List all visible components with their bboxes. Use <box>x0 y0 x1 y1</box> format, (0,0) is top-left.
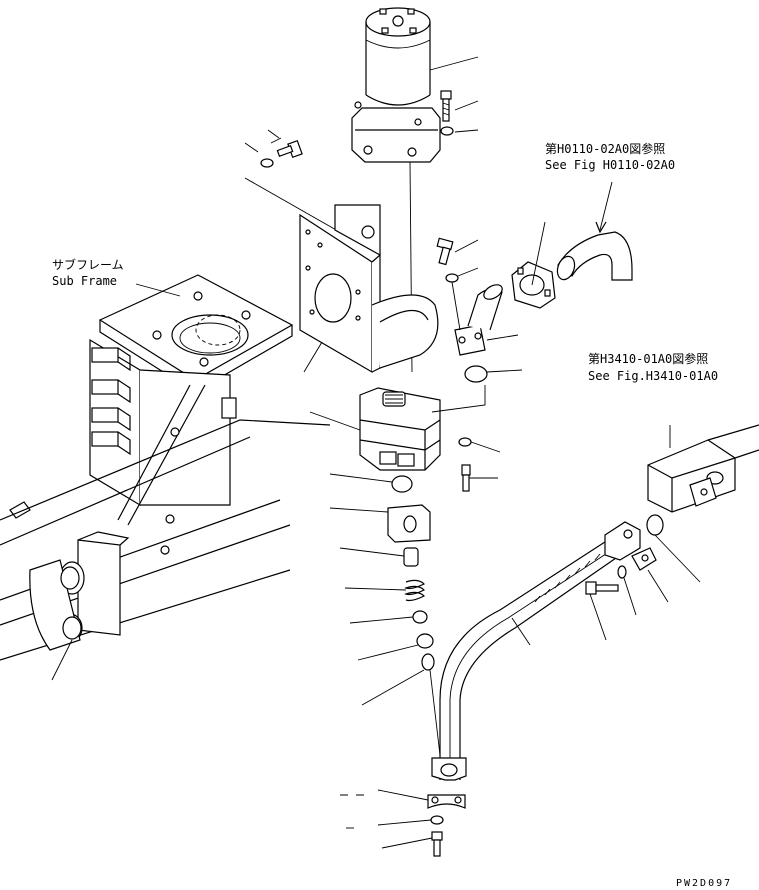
hydraulic-pipe <box>431 521 641 781</box>
hose-reference-ja: 第H0110-02A0図参照 <box>545 142 666 156</box>
o-ring <box>464 365 488 383</box>
hose-flange <box>511 261 556 309</box>
hose-reference-en: See Fig H0110-02A0 <box>545 158 676 172</box>
subframe-label-en: Sub Frame <box>52 274 118 288</box>
valve-reference-ja: 第H3410-01A0図参照 <box>588 352 709 366</box>
motor-bolt <box>440 90 452 122</box>
sub-frame <box>0 274 331 661</box>
suction-hose <box>556 231 633 281</box>
subframe-label-ja: サブフレーム <box>52 258 124 272</box>
valve-reference-en: See Fig.H3410-01A0 <box>588 369 719 383</box>
o-ring-lower <box>391 475 413 493</box>
bracket-bolt <box>270 137 303 159</box>
bottom-clamp <box>427 794 466 809</box>
control-valve <box>647 424 759 513</box>
pipe-o-ring <box>646 514 664 536</box>
spring <box>404 579 426 602</box>
motor <box>351 7 441 163</box>
valve-block <box>387 504 431 543</box>
hydraulic-pump <box>359 387 441 471</box>
elbow-fitting <box>454 284 503 356</box>
pump-bracket <box>299 204 439 374</box>
plug <box>403 547 419 567</box>
drawing-code: PW2D097 <box>676 878 733 889</box>
pipe-clamp <box>631 547 657 571</box>
